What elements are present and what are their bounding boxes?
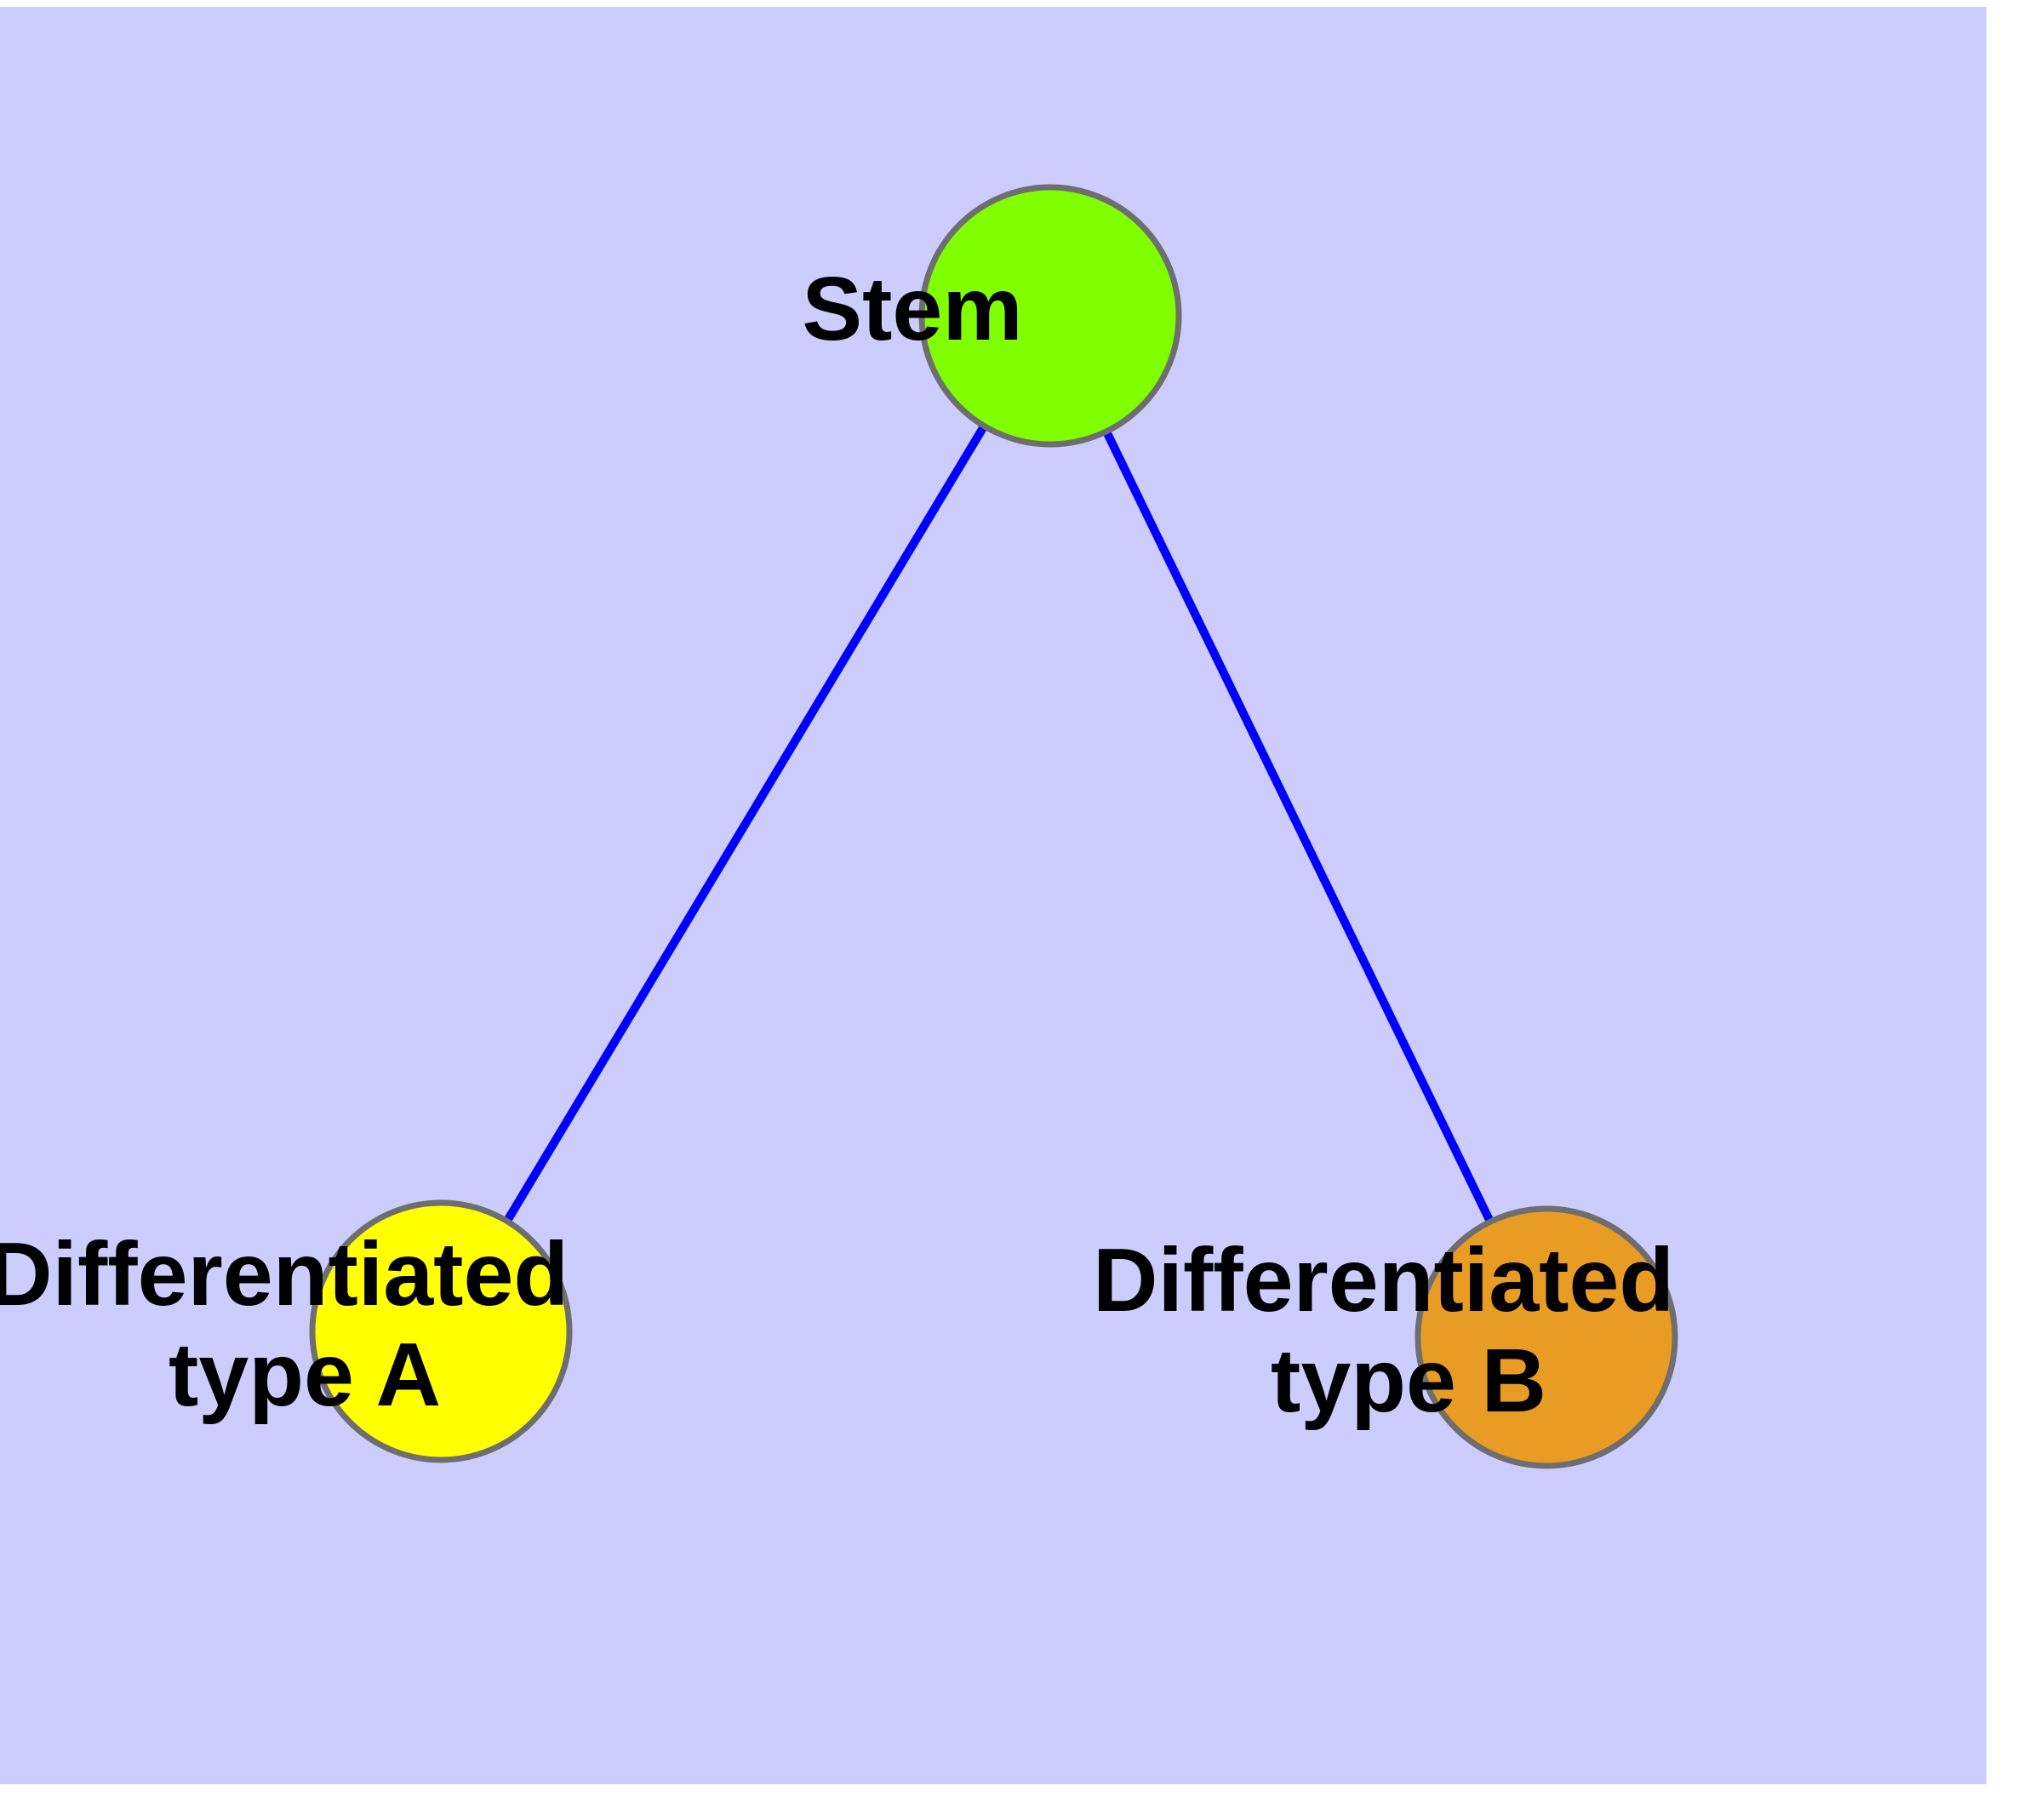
node-differentiated-type-a[interactable]: Differentiated type A	[0, 1199, 894, 1463]
node-stem-label: Stem	[802, 259, 1298, 359]
cell-differentiation-graph: Stem Differentiated type A Differentiate…	[0, 184, 1986, 1469]
node-differentiated-type-b-circle[interactable]	[1415, 1205, 1678, 1469]
node-stem[interactable]: Stem	[802, 184, 1298, 448]
node-differentiated-type-b-label-line-1: Differentiated	[1093, 1230, 1674, 1331]
node-stem-circle[interactable]	[918, 184, 1182, 448]
node-layer: Stem Differentiated type A Differentiate…	[0, 184, 1986, 1469]
node-stem-label-line-1: Stem	[802, 259, 1022, 359]
edge-stem-to-differentiated-type-b[interactable]	[1046, 313, 1551, 1340]
node-differentiated-type-a-circle[interactable]	[309, 1199, 573, 1463]
edge-stem-to-differentiated-type-a[interactable]	[437, 313, 1055, 1334]
node-differentiated-type-a-label-line-2: type A	[169, 1325, 438, 1425]
node-differentiated-type-a-label: Differentiated type A	[0, 1224, 894, 1425]
diagram-plot-area: Stem Differentiated type A Differentiate…	[0, 7, 1986, 1784]
edge-layer	[437, 313, 1551, 1340]
node-differentiated-type-b-label-line-2: type B	[1271, 1331, 1546, 1431]
node-differentiated-type-a-label-line-1: Differentiated	[0, 1224, 569, 1325]
node-differentiated-type-b-label: Differentiated type B	[1093, 1230, 1986, 1431]
node-differentiated-type-b[interactable]: Differentiated type B	[1093, 1205, 1986, 1469]
